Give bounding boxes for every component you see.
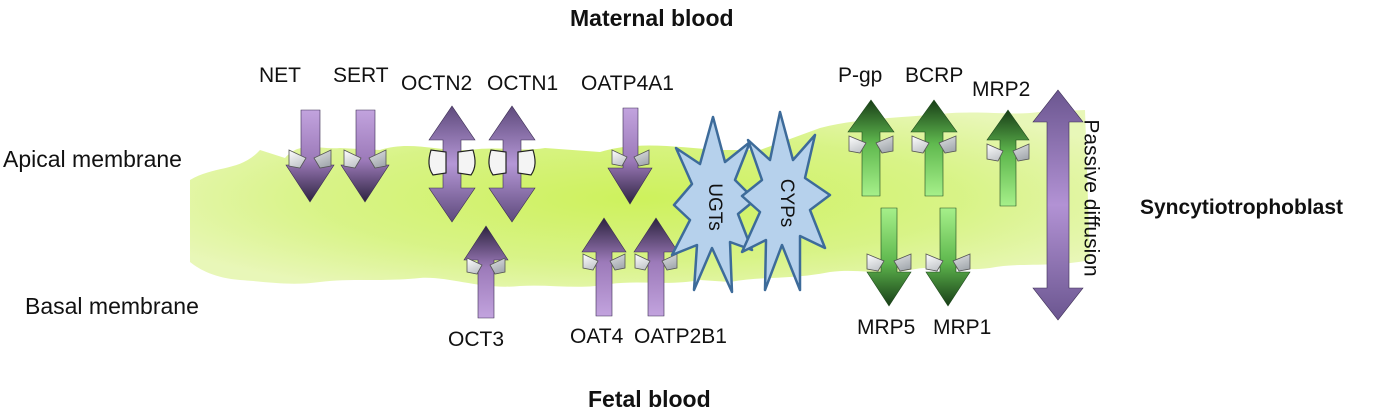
oatp4a1-label: OATP4A1 <box>581 72 674 95</box>
mrp1-label: MRP1 <box>933 316 992 339</box>
mrp2-gate-icon <box>986 143 1030 162</box>
oatp4a1-gate-icon <box>611 149 650 167</box>
octn2-label: OCTN2 <box>401 72 473 95</box>
oatp4a1-arrow <box>607 107 653 205</box>
fetal-blood-title: Fetal blood <box>588 386 711 412</box>
bcrp-gate-icon <box>911 135 957 154</box>
octn2-channel-icon <box>428 149 476 176</box>
net-gate-icon <box>288 149 332 169</box>
oat4-gate-icon <box>582 253 626 271</box>
mrp5-label: MRP5 <box>857 316 916 339</box>
bcrp-arrow <box>910 99 958 197</box>
mrp5-gate-icon <box>866 253 912 272</box>
passive-diffusion-arrow <box>1032 89 1084 321</box>
oatp2b1-gate-icon <box>634 253 678 271</box>
oct3-gate-icon <box>466 257 506 275</box>
oat4-arrow <box>581 217 627 317</box>
mrp1-arrow <box>925 207 971 307</box>
octn1-arrow <box>488 105 536 223</box>
pgp-label: P-gp <box>838 64 883 87</box>
octn1-label: OCTN1 <box>487 72 559 95</box>
mrp2-arrow <box>986 109 1030 207</box>
net-label: NET <box>259 64 301 87</box>
mrp1-gate-icon <box>925 253 971 272</box>
octn2-arrow <box>428 105 476 223</box>
pgp-arrow <box>847 99 895 197</box>
sert-gate-icon <box>343 149 387 169</box>
cyps-label: CYPs <box>776 179 797 228</box>
sert-label: SERT <box>333 64 389 87</box>
octn1-channel-icon <box>488 149 536 176</box>
bcrp-label: BCRP <box>905 64 964 87</box>
syncytiotrophoblast-title: Syncytiotrophoblast <box>1140 196 1344 219</box>
oct3-label: OCT3 <box>448 328 505 351</box>
mrp2-label: MRP2 <box>972 78 1031 101</box>
apical-membrane-label: Apical membrane <box>3 146 182 172</box>
maternal-blood-title: Maternal blood <box>570 5 734 31</box>
oat4-label: OAT4 <box>570 325 624 348</box>
mrp5-arrow <box>866 207 912 307</box>
ugts-starburst <box>670 115 757 294</box>
net-arrow <box>285 109 335 203</box>
passive-diffusion-label: Passive diffusion <box>1079 119 1102 276</box>
cyps-starburst <box>740 110 832 292</box>
basal-membrane-label: Basal membrane <box>25 293 199 319</box>
pgp-gate-icon <box>848 135 894 154</box>
ugts-label: UGTs <box>704 183 725 231</box>
sert-arrow <box>340 109 390 203</box>
oatp2b1-label: OATP2B1 <box>634 325 727 348</box>
oct3-arrow <box>463 225 509 319</box>
